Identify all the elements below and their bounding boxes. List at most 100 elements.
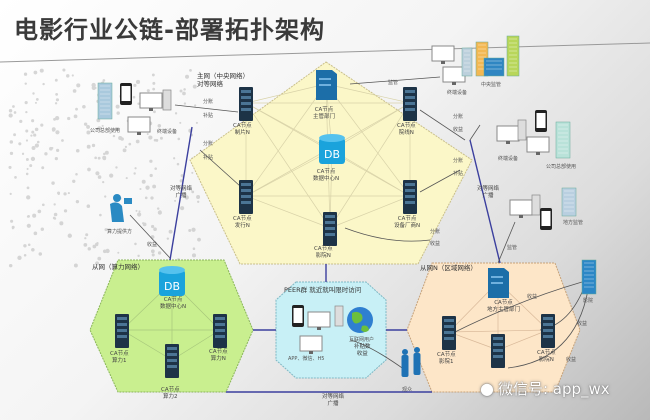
network-dot (97, 156, 101, 160)
network-dot (151, 73, 155, 77)
network-dot (52, 128, 55, 132)
mesh-link (497, 329, 549, 351)
network-dot (91, 82, 96, 88)
network-dot (185, 74, 190, 79)
node-distributor-server-rack-icon (239, 180, 253, 214)
network-dot (55, 93, 59, 96)
network-dot (135, 139, 140, 144)
compute-provider-person-icon (113, 194, 121, 202)
network-dot (92, 244, 97, 249)
network-dot (66, 74, 70, 78)
desktop-monitor-icon (509, 199, 533, 218)
main-network-label: 主网（中央网络） 对等网络 (197, 72, 249, 88)
network-dot (9, 192, 12, 196)
network-dot (104, 150, 109, 155)
compute-network-label: 从网（算力网络） (92, 263, 144, 271)
network-dot (195, 121, 198, 125)
network-dot (18, 142, 22, 146)
network-dot (86, 130, 91, 135)
network-dot (103, 152, 106, 156)
network-dot (102, 79, 106, 82)
network-dot (150, 249, 155, 254)
compute-monitor-icon (124, 198, 132, 204)
network-dot (54, 157, 58, 161)
network-dot (36, 140, 40, 144)
edge-label-split-2: 分账 (203, 141, 214, 147)
regional-network-label: 从网N（区域网络） (420, 264, 477, 272)
building-icon (506, 35, 520, 77)
network-dot (34, 143, 39, 148)
network-dot (84, 237, 87, 240)
arrow-to-producer (174, 104, 239, 113)
network-dot (150, 196, 154, 200)
link-main-compute (169, 126, 193, 261)
network-dot (153, 110, 156, 114)
edge-label-revenue-5: 收益 (430, 241, 441, 247)
mesh-link (325, 83, 411, 104)
network-dot (152, 184, 157, 189)
network-dot (95, 261, 100, 266)
network-dot (12, 105, 15, 108)
node-producer-server-rack-icon (239, 87, 253, 121)
network-dot (112, 134, 116, 138)
network-dot (52, 216, 56, 220)
network-dot (75, 199, 80, 204)
network-dot (118, 135, 123, 141)
network-dot (142, 222, 147, 227)
mobile-phone-icon (120, 83, 132, 105)
peer-sync-label: 补贴数收益 (354, 344, 371, 357)
network-dot (109, 173, 114, 178)
edge-label-subsidy-4: 补贴 (453, 171, 464, 177)
network-dot (86, 204, 91, 208)
company-right-label: 公司总部使用 (546, 164, 577, 170)
company-building-icon (555, 121, 571, 159)
network-dot (31, 248, 35, 252)
network-dot (25, 110, 28, 114)
network-dot (137, 212, 142, 217)
central-regulator-label: 中央监管 (481, 82, 502, 88)
network-dot (139, 187, 142, 191)
db-label: DB (164, 280, 180, 293)
db-label: DB (324, 148, 340, 161)
node-label-cinema1: CA节点影院1 (437, 352, 456, 365)
network-dot (191, 171, 194, 174)
network-dot (34, 127, 39, 132)
network-dot (33, 231, 38, 236)
network-dot (176, 162, 180, 166)
network-dot (54, 115, 60, 121)
pc-tower-icon (517, 119, 527, 141)
node-cinema-server-rack-icon (323, 212, 337, 246)
network-dot (26, 186, 30, 190)
edge-label-revenue-compute: 收益 (147, 242, 158, 248)
header-divider (0, 42, 650, 63)
node-computeN-server-rack-icon (213, 314, 227, 348)
node-label-cinema-chain: CA节点院线N (397, 123, 416, 136)
network-dot (73, 263, 78, 268)
node-cinema-chain-server-rack-icon (403, 87, 417, 121)
company-building-icon (97, 82, 113, 120)
node-compute1-server-rack-icon (115, 314, 129, 348)
network-dot (182, 91, 186, 96)
network-dot (72, 179, 76, 183)
network-dot (137, 254, 140, 258)
network-dot (96, 242, 99, 245)
network-dot (102, 156, 107, 161)
arrow-to-cinema-chain (419, 109, 466, 141)
edge-label-p2p-left: 对等网络广播 (170, 186, 193, 199)
network-dot (25, 172, 29, 176)
network-dot (67, 116, 71, 121)
network-dot (151, 224, 155, 229)
mesh-link (329, 102, 411, 229)
network-dot (133, 83, 137, 87)
node-equipment-server-rack-icon (403, 180, 417, 214)
network-dot (97, 175, 102, 179)
edge-label-regulator: 监管 (388, 80, 399, 86)
edge-label-p2p-bottom: 对等网络广播 (322, 394, 345, 407)
network-dot (14, 176, 17, 179)
network-dot (132, 95, 136, 99)
network-dot (194, 104, 197, 107)
node-label-computeN: CA节点算力N (209, 349, 228, 362)
network-dot (53, 203, 56, 206)
